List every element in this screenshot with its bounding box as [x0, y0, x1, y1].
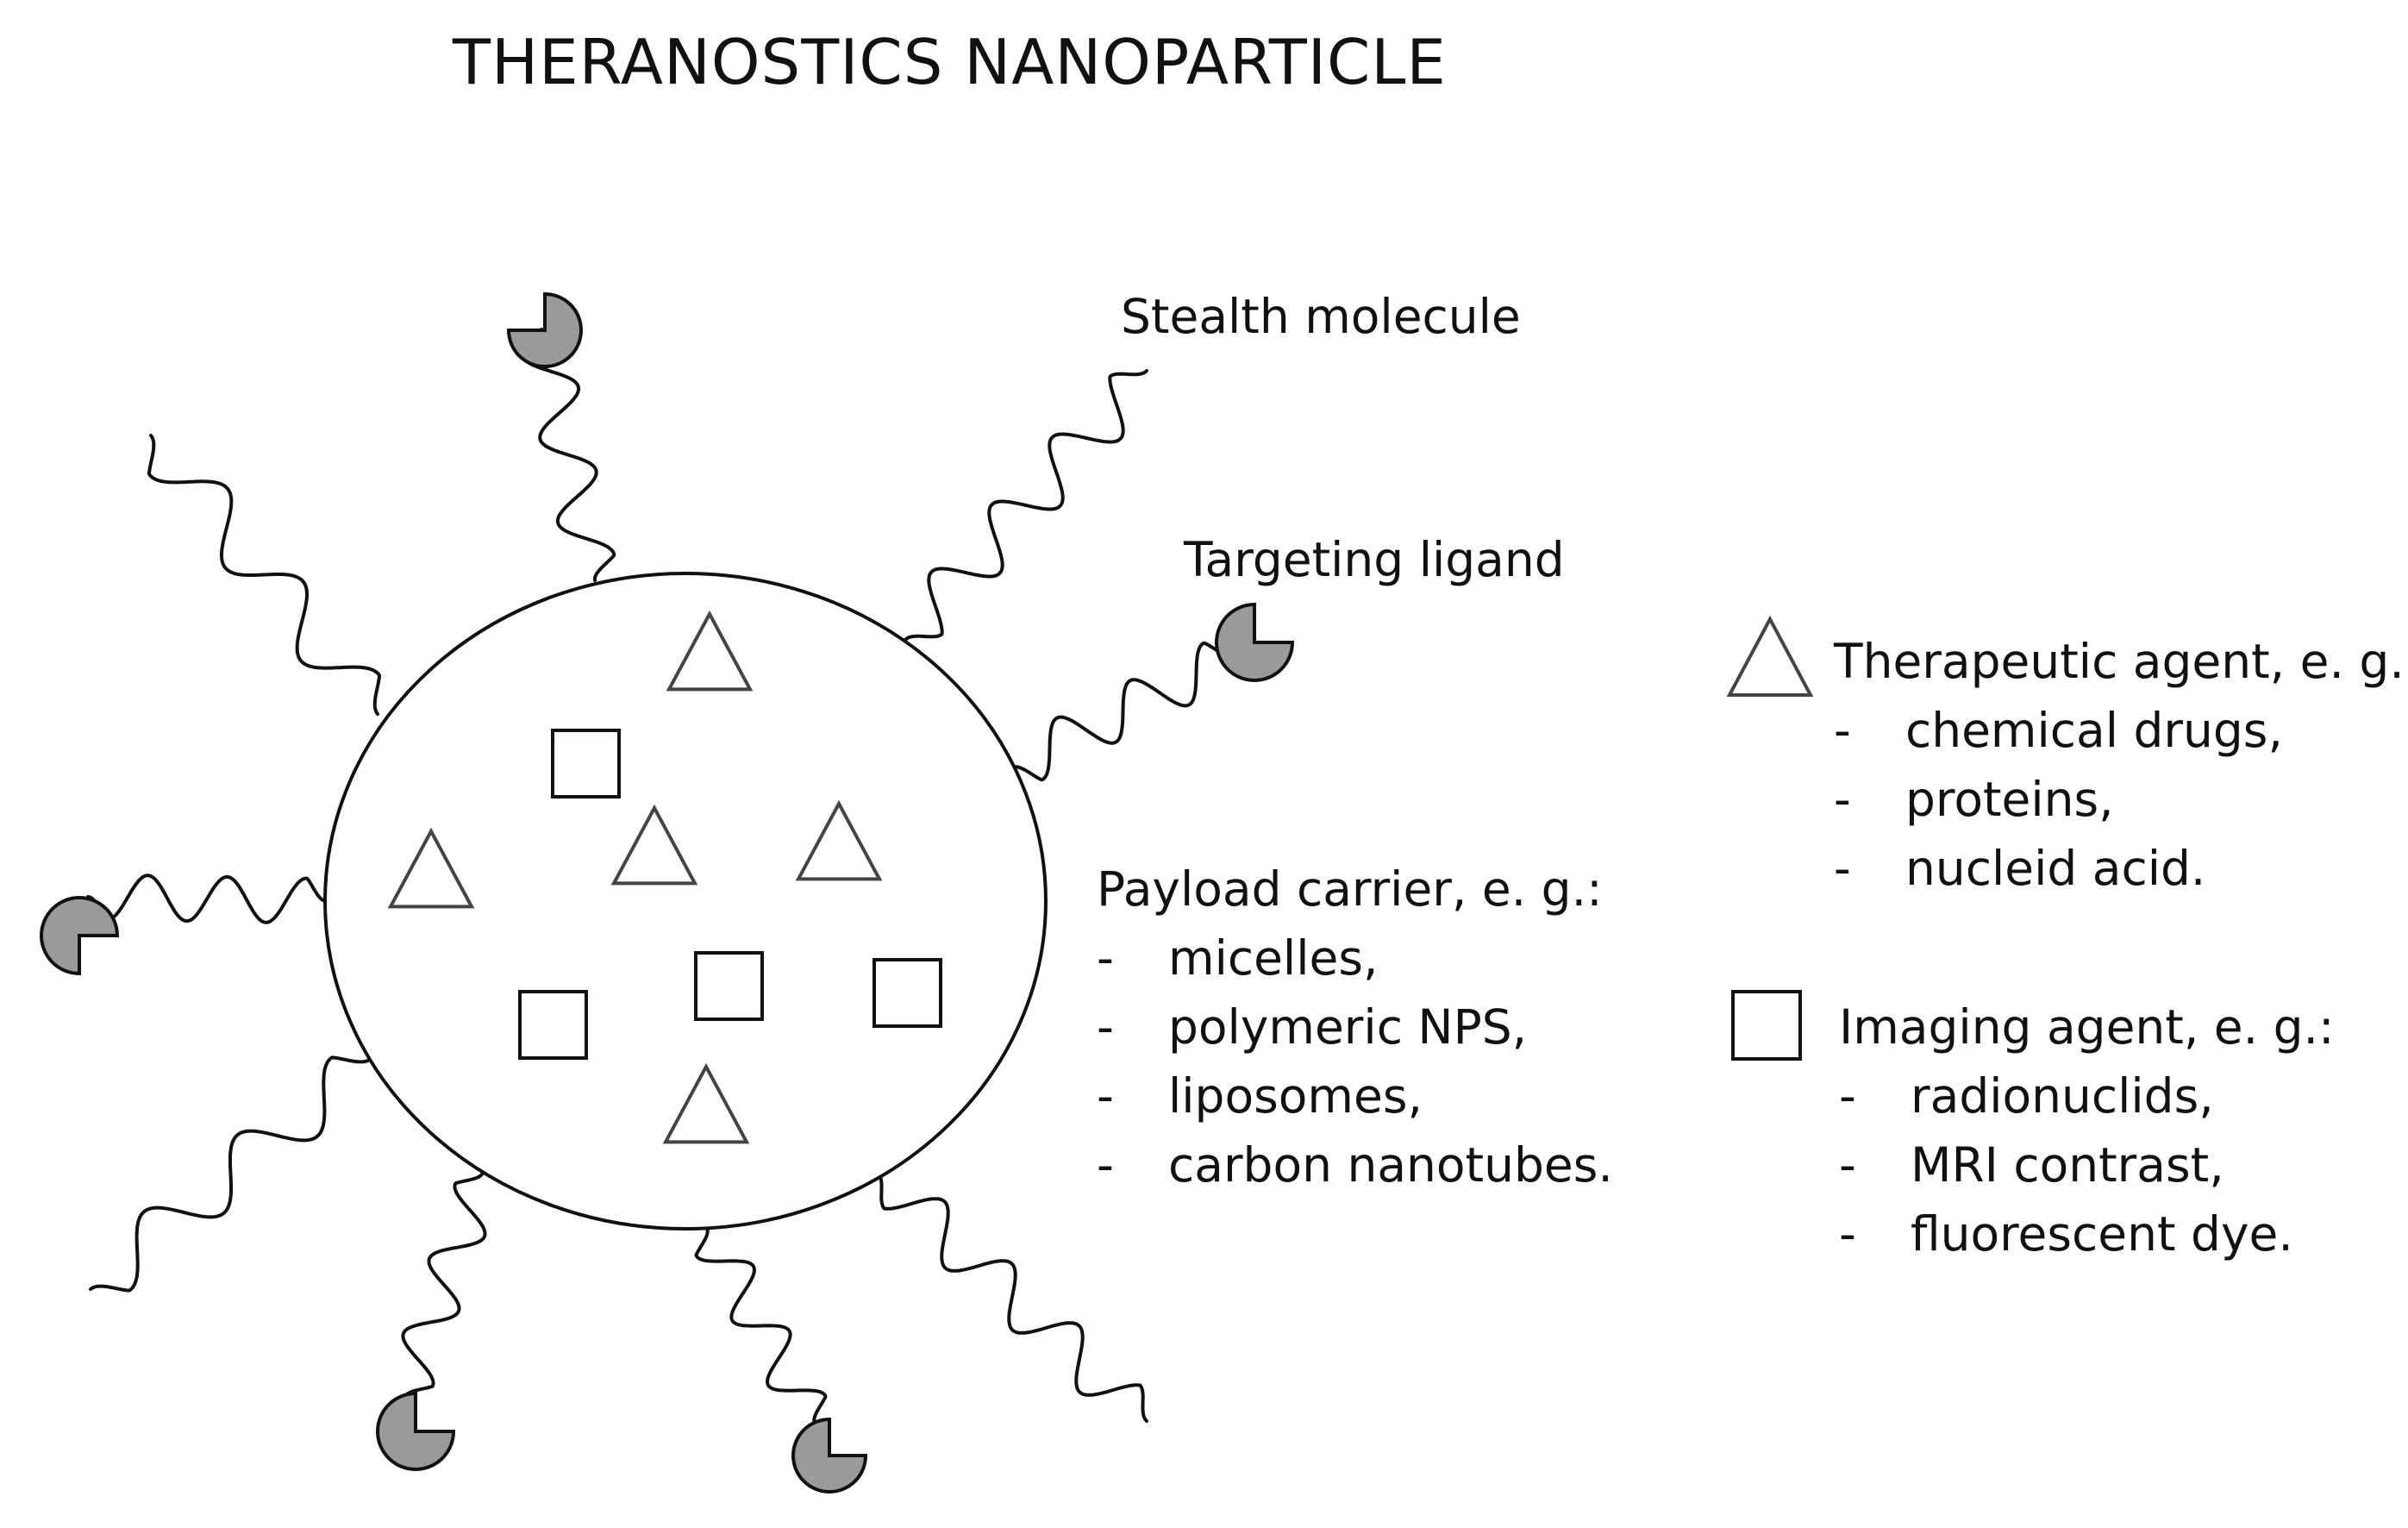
tether-chain [694, 1227, 828, 1425]
therapeutic-agent-triangle-icon [387, 827, 475, 909]
payload-carrier-item: micelles, [1168, 930, 1378, 986]
targeting-ligand-icon [40, 896, 120, 976]
tether-chain [89, 1055, 372, 1293]
list-bullet: - [1097, 1068, 1114, 1124]
label-stealth-molecule: Stealth molecule [1121, 289, 1521, 344]
tether-chain [904, 369, 1148, 642]
list-bullet: - [1097, 1137, 1114, 1193]
targeting-ligand-icon [376, 1391, 456, 1471]
therapeutic-agent-item: chemical drugs, [1905, 703, 2283, 758]
therapeutic-agent-triangle-icon [666, 610, 754, 692]
ligands-group [40, 291, 1295, 1494]
tether-chain [520, 328, 616, 582]
list-bullet: - [1834, 772, 1851, 827]
therapeutic-agent-legend: Therapeutic agent, e. g.: - chemical dru… [1726, 615, 2408, 896]
payload-carrier-item: polymeric NPS, [1168, 999, 1527, 1055]
payload-carrier-item: carbon nanotubes. [1168, 1137, 1613, 1193]
list-bullet: - [1839, 1137, 1856, 1193]
imaging-agent-square-icon [551, 729, 621, 798]
tether-chain [1011, 641, 1235, 782]
diagram-title: THERANOSTICS NANOPARTICLE [452, 26, 1447, 98]
list-bullet: - [1097, 930, 1114, 986]
payload-symbols [387, 610, 942, 1144]
tether-chain [147, 434, 382, 716]
therapeutic-agent-triangle-icon [662, 1062, 750, 1144]
square-icon [1731, 990, 1802, 1061]
therapeutic-agent-triangle-icon [795, 799, 883, 881]
payload-carrier-heading: Payload carrier, e. g.: [1097, 861, 1603, 917]
tether-chain [876, 1171, 1148, 1423]
payload-carrier-legend: Payload carrier, e. g.: - micelles, - po… [1097, 861, 1613, 1193]
therapeutic-agent-heading: Therapeutic agent, e. g.: [1833, 634, 2408, 689]
imaging-agent-square-icon [873, 958, 942, 1028]
payload-carrier-item: liposomes, [1168, 1068, 1423, 1124]
targeting-ligand-icon [1215, 602, 1295, 682]
targeting-ligand-icon [506, 291, 583, 368]
list-bullet: - [1839, 1068, 1856, 1124]
tethers-group [86, 328, 1235, 1425]
tether-chain [401, 1171, 487, 1399]
therapeutic-agent-triangle-icon [610, 804, 698, 886]
label-targeting-ligand: Targeting ligand [1183, 532, 1565, 587]
targeting-ligand-icon [791, 1417, 868, 1494]
imaging-agent-item: radionuclids, [1911, 1068, 2214, 1124]
imaging-agent-item: MRI contrast, [1911, 1137, 2224, 1193]
list-bullet: - [1834, 703, 1851, 758]
tether-chain [86, 874, 328, 924]
triangle-icon [1726, 615, 1814, 697]
nanoparticle-core [323, 572, 1048, 1231]
list-bullet: - [1839, 1206, 1856, 1262]
list-bullet: - [1097, 999, 1114, 1055]
therapeutic-agent-item: proteins, [1905, 772, 2114, 827]
imaging-agent-square-icon [518, 990, 588, 1060]
imaging-agent-legend: Imaging agent, e. g.: - radionuclids, - … [1731, 990, 2335, 1262]
imaging-agent-square-icon [694, 951, 764, 1021]
imaging-agent-item: fluorescent dye. [1911, 1206, 2293, 1262]
imaging-agent-heading: Imaging agent, e. g.: [1839, 999, 2335, 1055]
list-bullet: - [1834, 841, 1851, 896]
therapeutic-agent-item: nucleid acid. [1905, 841, 2205, 896]
